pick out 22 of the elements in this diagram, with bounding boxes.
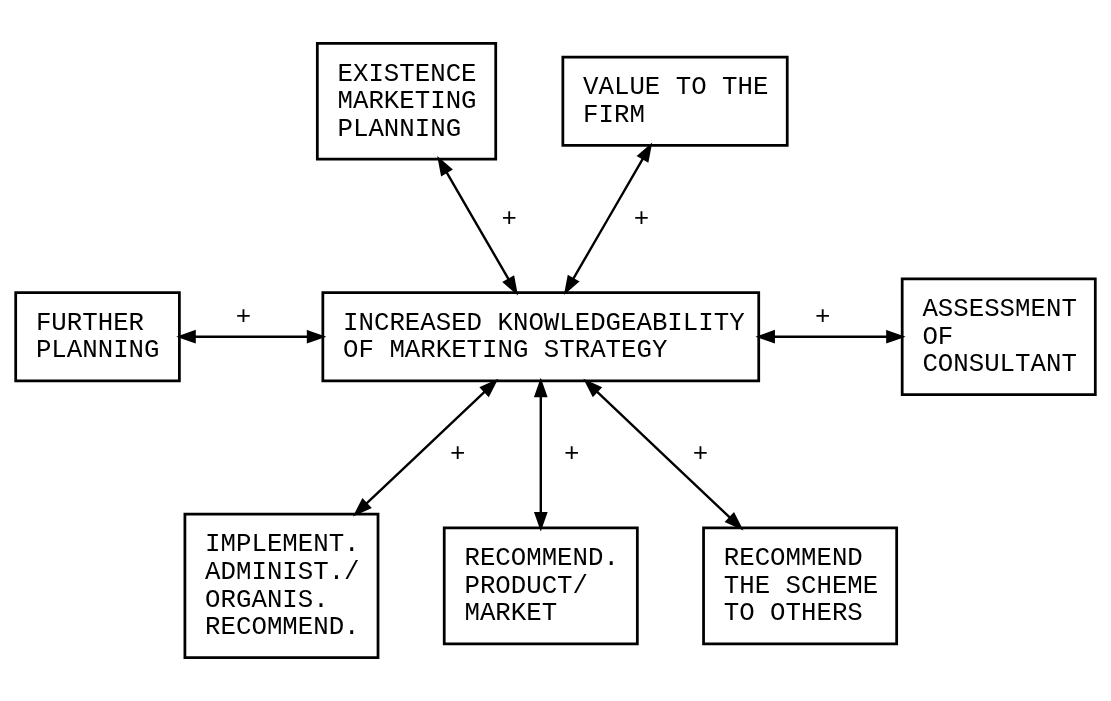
edge-label: + bbox=[563, 440, 580, 470]
arrow bbox=[533, 377, 548, 532]
edge-label: + bbox=[633, 204, 650, 234]
node-box: RECOMMEND THE SCHEME TO OTHERS bbox=[702, 526, 899, 646]
arrow bbox=[563, 142, 653, 295]
arrow bbox=[176, 329, 327, 344]
edge-label: + bbox=[235, 303, 252, 333]
arrow bbox=[437, 156, 518, 296]
edge-label: + bbox=[501, 204, 517, 234]
edge-label: + bbox=[449, 440, 466, 470]
node-box: INCREASED KNOWLEDGEABILITY OF MARKETING STRATEGY bbox=[321, 291, 761, 383]
node-box: FURTHER PLANNING bbox=[14, 291, 181, 383]
node-box: IMPLEMENT. ADMINIST./ ORGANIS. RECOMMEND. bbox=[183, 512, 380, 659]
node-box: ASSESSMENT OF CONSULTANT bbox=[900, 277, 1097, 396]
node-box: VALUE TO THE FIRM bbox=[561, 55, 789, 147]
arrow bbox=[352, 378, 499, 517]
edge-label: + bbox=[692, 440, 709, 470]
node-box: EXISTENCE MARKETING PLANNING bbox=[315, 42, 498, 161]
arrow bbox=[583, 378, 744, 531]
node-box: RECOMMEND. PRODUCT/ MARKET bbox=[442, 526, 639, 646]
edge-label: + bbox=[815, 303, 831, 333]
arrow bbox=[755, 329, 906, 344]
